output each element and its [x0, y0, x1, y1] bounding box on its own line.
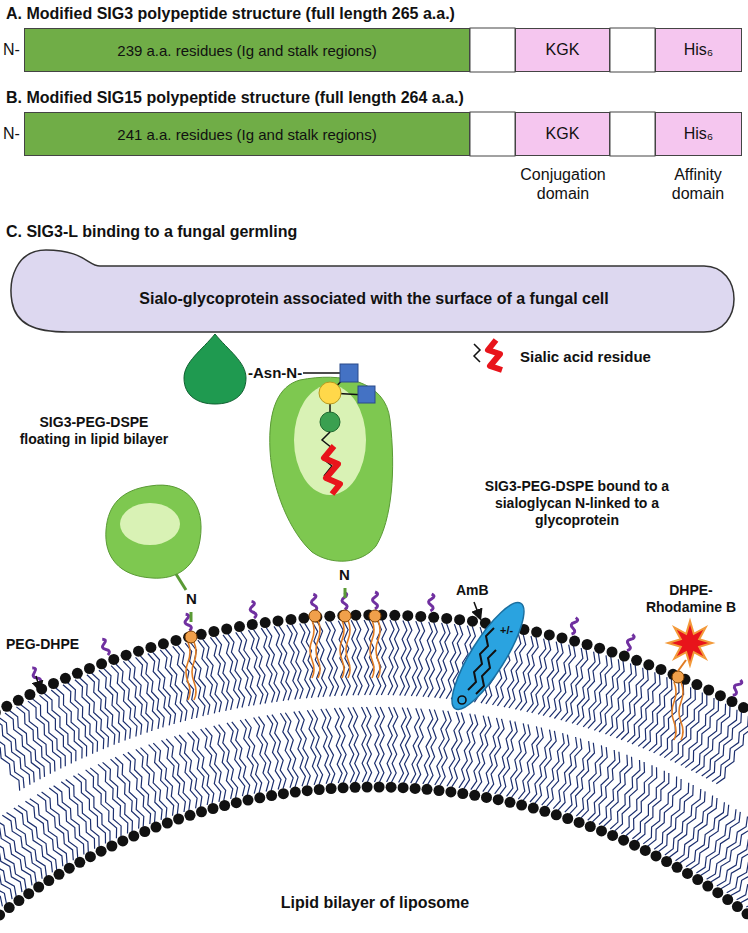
linker-box — [610, 112, 655, 156]
sialic-acid-icon — [474, 340, 502, 370]
domain-label: Conjugation domain — [508, 165, 618, 203]
linkage-label: -Asn-N- — [248, 364, 302, 382]
callout-label: PEG-DHPE — [6, 636, 96, 653]
panel-title: C. SIG3-L binding to a fungal germling — [6, 222, 746, 241]
sig3-floating — [106, 485, 201, 622]
conjugation-box: KGK — [515, 28, 610, 72]
key-label: Sialic acid residue — [520, 348, 651, 366]
node-text: KGK — [540, 125, 586, 143]
sialoglycan — [303, 364, 375, 494]
glycoprotein-domain — [184, 334, 246, 404]
terminus-label: N — [186, 590, 197, 608]
node-text: His₆ — [678, 125, 720, 143]
bar-domain-box: 241 a.a. residues (Ig and stalk regions) — [24, 112, 470, 156]
sig3-bound — [270, 377, 393, 598]
conjugation-box: KGK — [515, 112, 610, 156]
node-text: His₆ — [678, 41, 720, 59]
linker-box — [610, 28, 655, 72]
linker-box — [470, 112, 515, 156]
charge-label: +/- — [500, 624, 513, 637]
pointer-arrow — [36, 676, 40, 690]
lipid-bilayer — [0, 610, 748, 933]
panel-title: A. Modified SIG3 polypeptide structure (… — [6, 4, 746, 23]
peg-dspe-lipids — [185, 610, 684, 740]
terminus-label: N- — [3, 124, 20, 143]
domain-label: Affinity domain — [650, 165, 746, 203]
node-text: 241 a.a. residues (Ig and stalk regions) — [111, 126, 382, 143]
callout-label: DHPE-Rhodamine B — [636, 582, 746, 616]
affinity-box: His₆ — [655, 28, 742, 72]
terminus-label: N — [339, 566, 350, 584]
figure-label: Lipid bilayer of liposome — [150, 893, 600, 912]
fungal-cell: Sialo-glycoprotein associated with the s… — [4, 244, 744, 338]
callout-label: AmB — [456, 582, 489, 599]
amb-molecule — [441, 594, 536, 717]
bar-domain-box: 239 a.a. residues (Ig and stalk regions) — [24, 28, 470, 72]
affinity-box: His₆ — [655, 112, 742, 156]
peg-chains — [30, 592, 743, 696]
callout-label: SIG3-PEG-DSPE bound to a sialoglycan N-l… — [452, 478, 702, 528]
pointer-arrow — [474, 602, 480, 618]
node-text: KGK — [540, 41, 586, 59]
linker-box — [470, 28, 515, 72]
panel-title: B. Modified SIG15 polypeptide structure … — [6, 88, 746, 107]
callout-label: SIG3-PEG-DSPE floating in lipid bilayer — [14, 414, 174, 448]
node-text: Sialo-glycoprotein associated with the s… — [133, 290, 614, 308]
node-text: 239 a.a. residues (Ig and stalk regions) — [111, 42, 382, 59]
terminus-label: N- — [3, 40, 20, 59]
rhodamine-star — [668, 621, 712, 671]
